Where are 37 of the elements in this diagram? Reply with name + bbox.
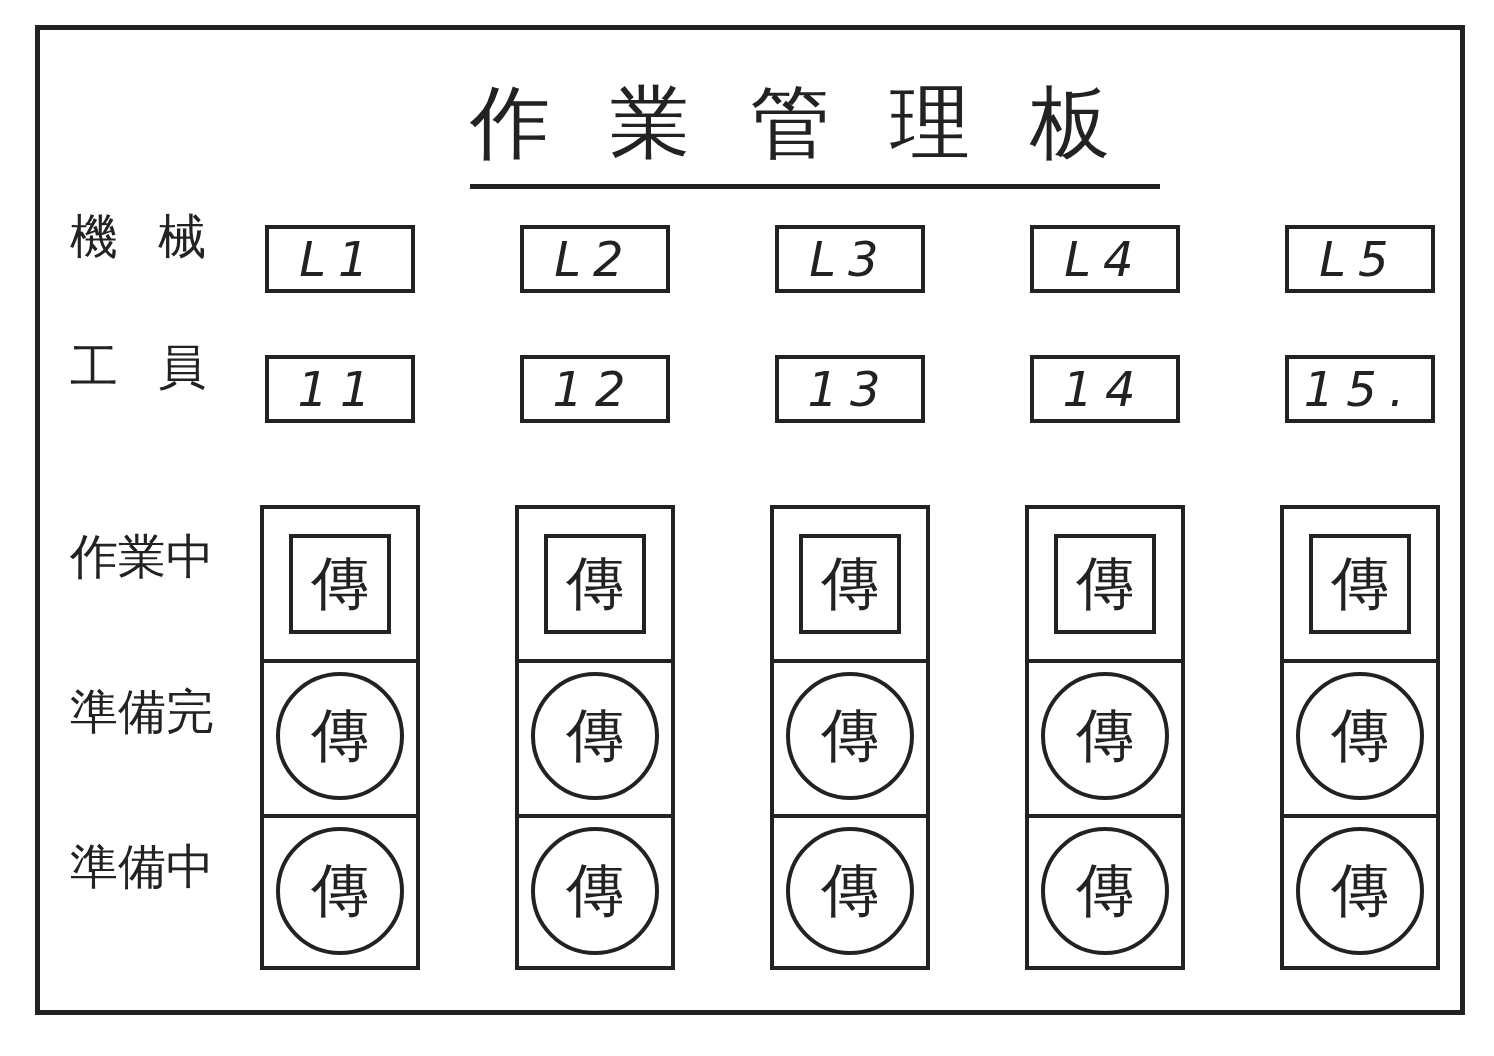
slip-square: 傳 xyxy=(544,534,646,634)
slip-square: 傳 xyxy=(799,534,901,634)
tag-card: 15. xyxy=(1285,355,1435,423)
tag-card: L3 xyxy=(775,225,925,293)
slip-circle: 傳 xyxy=(276,672,404,800)
slip-circle: 傳 xyxy=(786,827,914,955)
slip-circle: 傳 xyxy=(1041,827,1169,955)
slip-circle: 傳 xyxy=(1296,827,1424,955)
board-panel xyxy=(35,25,1465,1015)
tag-card: 12 xyxy=(520,355,670,423)
row-label: 準備完 xyxy=(70,682,215,741)
row-label: 作業中 xyxy=(70,527,215,586)
tag-card: L5 xyxy=(1285,225,1435,293)
tag-card: 11 xyxy=(265,355,415,423)
row-label: 機械 xyxy=(70,207,230,266)
slot-column xyxy=(1280,505,1440,970)
slip-square: 傳 xyxy=(1309,534,1411,634)
tag-card: L1 xyxy=(265,225,415,293)
slot-column xyxy=(260,505,420,970)
slip-circle: 傳 xyxy=(1041,672,1169,800)
tag-card: L2 xyxy=(520,225,670,293)
tag-card: L4 xyxy=(1030,225,1180,293)
slip-square: 傳 xyxy=(1054,534,1156,634)
slip-circle: 傳 xyxy=(531,672,659,800)
tag-card: 14 xyxy=(1030,355,1180,423)
row-label: 工員 xyxy=(70,337,230,396)
slip-circle: 傳 xyxy=(276,827,404,955)
slip-circle: 傳 xyxy=(1296,672,1424,800)
slip-square: 傳 xyxy=(289,534,391,634)
slip-circle: 傳 xyxy=(531,827,659,955)
slip-circle: 傳 xyxy=(786,672,914,800)
slot-column xyxy=(1025,505,1185,970)
tag-card: 13 xyxy=(775,355,925,423)
board-title: 作業管理板 xyxy=(470,70,1160,189)
slot-column xyxy=(770,505,930,970)
slot-column xyxy=(515,505,675,970)
row-label: 準備中 xyxy=(70,837,215,896)
